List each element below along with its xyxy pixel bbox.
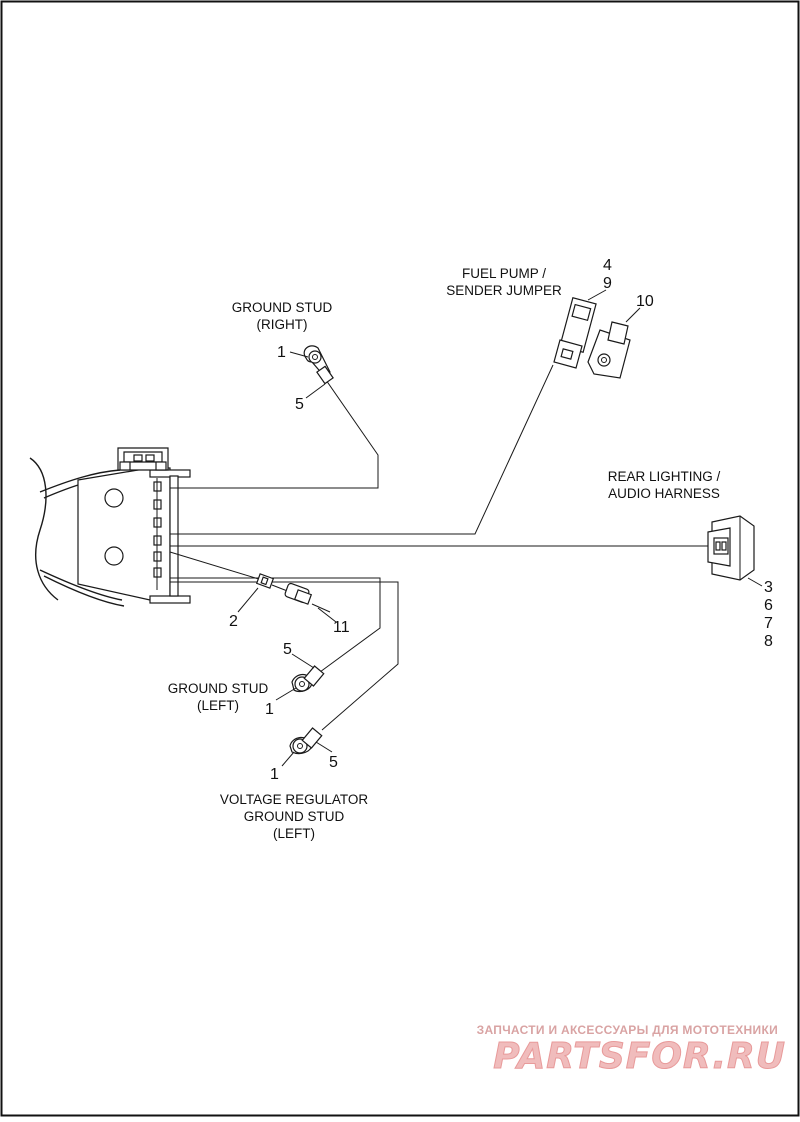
inline-fuse-holder [284, 582, 331, 613]
label-rear-lighting: REAR LIGHTING / AUDIO HARNESS [608, 469, 721, 501]
callout-numbers: 1 5 4 9 10 3 6 7 8 2 11 5 1 1 5 [229, 257, 773, 783]
callout-rear-c: 7 [764, 615, 773, 632]
svg-text:(LEFT): (LEFT) [273, 826, 315, 841]
ring-terminal-voltage-regulator [289, 727, 323, 755]
frame-bracket [29, 447, 191, 607]
svg-text:ЗАПЧАСТИ И АКСЕССУАРЫ ДЛЯ МОТО: ЗАПЧАСТИ И АКСЕССУАРЫ ДЛЯ МОТОТЕХНИКИ [477, 1023, 778, 1037]
callout-fuel-a: 4 [603, 257, 612, 274]
svg-text:PARTSFOR.RU: PARTSFOR.RU [493, 1036, 786, 1077]
svg-text:AUDIO HARNESS: AUDIO HARNESS [608, 486, 720, 501]
callout-inline-small: 2 [229, 613, 238, 630]
svg-text:REAR LIGHTING /: REAR LIGHTING / [608, 469, 721, 484]
callout-gsr-ring: 1 [277, 344, 286, 361]
callout-inline-fuse: 11 [333, 619, 350, 636]
harness-wires [169, 364, 708, 731]
inline-connector-small [255, 573, 275, 589]
svg-text:GROUND STUD: GROUND STUD [244, 809, 345, 824]
label-ground-stud-left: GROUND STUD (LEFT) [168, 681, 269, 713]
fuel-pump-cap [587, 321, 631, 379]
callout-gsl-ring: 1 [265, 701, 274, 718]
callout-rear-a: 3 [764, 579, 773, 596]
callout-rear-b: 6 [764, 597, 773, 614]
svg-text:VOLTAGE REGULATOR: VOLTAGE REGULATOR [220, 792, 369, 807]
svg-text:GROUND STUD: GROUND STUD [168, 681, 269, 696]
label-voltage-regulator: VOLTAGE REGULATOR GROUND STUD (LEFT) [220, 792, 369, 841]
callout-rear-d: 8 [764, 633, 773, 650]
callout-fuel-b: 9 [603, 275, 612, 292]
callout-gsr-terminal: 5 [295, 396, 304, 413]
ring-terminal-right [303, 345, 334, 385]
callout-vr-terminal: 5 [329, 754, 338, 771]
callout-gsl-terminal: 5 [283, 641, 292, 658]
ring-terminal-left [291, 665, 325, 693]
leader-lines [237, 289, 763, 767]
svg-text:(LEFT): (LEFT) [197, 698, 239, 713]
svg-text:SENDER JUMPER: SENDER JUMPER [446, 283, 562, 298]
svg-text:GROUND STUD: GROUND STUD [232, 300, 333, 315]
svg-text:FUEL PUMP /: FUEL PUMP / [462, 266, 546, 281]
label-ground-stud-right: GROUND STUD (RIGHT) [232, 300, 333, 332]
watermark: ЗАПЧАСТИ И АКСЕССУАРЫ ДЛЯ МОТОТЕХНИКИ PA… [477, 1023, 786, 1078]
rear-lighting-connector [707, 515, 755, 581]
callout-vr-ring: 1 [270, 766, 279, 783]
fuel-pump-connector [553, 297, 597, 369]
svg-text:(RIGHT): (RIGHT) [257, 317, 308, 332]
callout-fuel-cap: 10 [636, 293, 654, 310]
label-fuel-pump: FUEL PUMP / SENDER JUMPER [446, 266, 562, 298]
